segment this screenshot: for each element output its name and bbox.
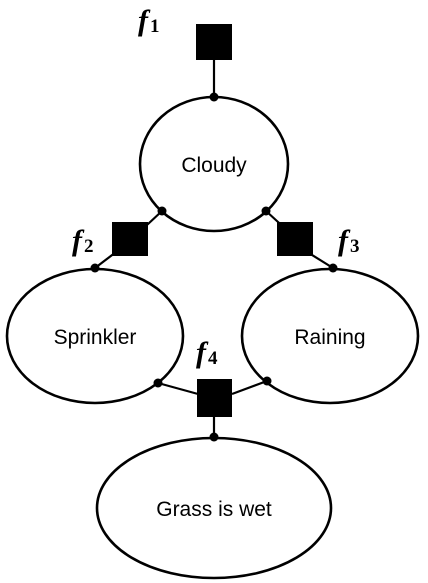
label-raining: Raining	[294, 326, 365, 349]
factor-f3-box	[277, 222, 313, 256]
port-raining-top	[328, 263, 338, 273]
factor-f1-box	[196, 24, 232, 60]
port-cloudy-left	[157, 206, 167, 216]
factor-f2-box	[112, 222, 148, 256]
port-grass-top	[209, 432, 219, 442]
label-sprinkler: Sprinkler	[54, 326, 137, 349]
port-raining-bottom	[262, 376, 272, 386]
port-cloudy-top	[209, 92, 219, 102]
label-grass-is-wet: Grass is wet	[156, 498, 272, 521]
label-cloudy: Cloudy	[181, 154, 247, 177]
edge-f4-sprinkler	[157, 381, 199, 396]
factor-f4-box	[197, 379, 232, 417]
port-sprinkler-top	[90, 263, 100, 273]
port-cloudy-right	[261, 206, 271, 216]
port-sprinkler-bottom	[153, 378, 163, 388]
edge-f4-raining	[231, 379, 268, 396]
